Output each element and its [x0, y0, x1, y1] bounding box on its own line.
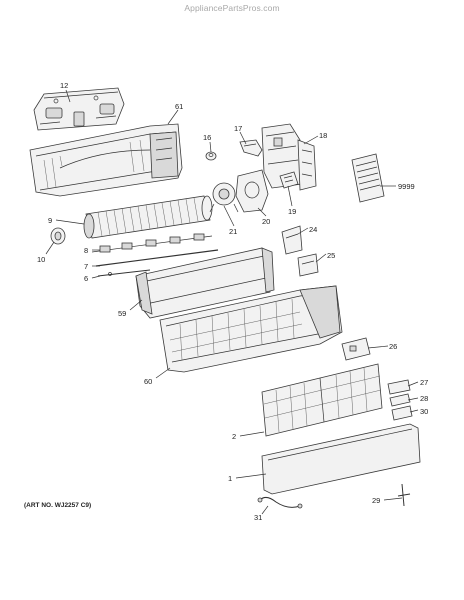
callout-61: 61 [175, 102, 183, 111]
callout-12: 12 [60, 81, 68, 90]
chassis-housing-drawing [29, 123, 183, 197]
side-bracket-25-drawing [297, 253, 319, 277]
mounting-plate-drawing [33, 87, 125, 131]
art-number: (ART NO. WJ2257 C9) [24, 502, 92, 509]
bearing-drawing [50, 227, 66, 245]
callout-9999: 9999 [398, 182, 415, 191]
callout-7: 7 [84, 262, 88, 271]
watermark: AppliancePartsPros.com [184, 3, 280, 13]
callout-30: 30 [420, 407, 428, 416]
callout-28: 28 [420, 394, 428, 403]
blower-wheel-drawing [83, 195, 213, 239]
front-frame-drawing [159, 285, 343, 373]
sensor-board-drawing [279, 171, 299, 189]
callout-6: 6 [84, 274, 88, 283]
side-bracket-24-drawing [281, 225, 303, 255]
receiver-28-drawing [389, 393, 411, 407]
cover-30-drawing [391, 405, 413, 421]
callout-18: 18 [319, 131, 327, 140]
callout-2: 2 [232, 432, 236, 441]
small-bushing-drawing [205, 151, 217, 161]
callout-60: 60 [144, 377, 152, 386]
front-panel-drawing [261, 423, 421, 495]
leader-lines [45, 89, 419, 515]
motor-bracket-drawing [235, 169, 269, 213]
callout-24: 24 [309, 225, 317, 234]
air-filter-drawing [261, 363, 383, 437]
wire-clip-drawing [239, 139, 263, 157]
drain-pan-drawing [135, 247, 275, 319]
callout-10: 10 [37, 255, 45, 264]
callout-27: 27 [420, 378, 428, 387]
manual-sheet-drawing [351, 153, 385, 203]
fan-motor-drawing [209, 182, 239, 213]
clip-29-drawing [397, 483, 411, 507]
control-box-drawing [261, 123, 317, 191]
callout-21: 21 [229, 227, 237, 236]
callout-labels: 12 61 16 17 18 9999 9 21 20 19 24 10 8 7… [37, 81, 428, 522]
callout-8: 8 [84, 246, 88, 255]
callout-31: 31 [254, 513, 262, 522]
sensor-wire-drawing [257, 496, 303, 509]
callout-20: 20 [262, 217, 270, 226]
callout-29: 29 [372, 496, 380, 505]
callout-16: 16 [203, 133, 211, 142]
callout-25: 25 [327, 251, 335, 260]
display-board-27-drawing [387, 379, 411, 395]
louver-set-drawing [91, 233, 213, 253]
link-rod-drawing [95, 249, 219, 277]
callout-19: 19 [288, 207, 296, 216]
display-cover-drawing [341, 337, 371, 361]
callout-9: 9 [48, 216, 52, 225]
callout-26: 26 [389, 342, 397, 351]
callout-17: 17 [234, 124, 242, 133]
callout-59: 59 [118, 309, 126, 318]
callout-1: 1 [228, 474, 232, 483]
